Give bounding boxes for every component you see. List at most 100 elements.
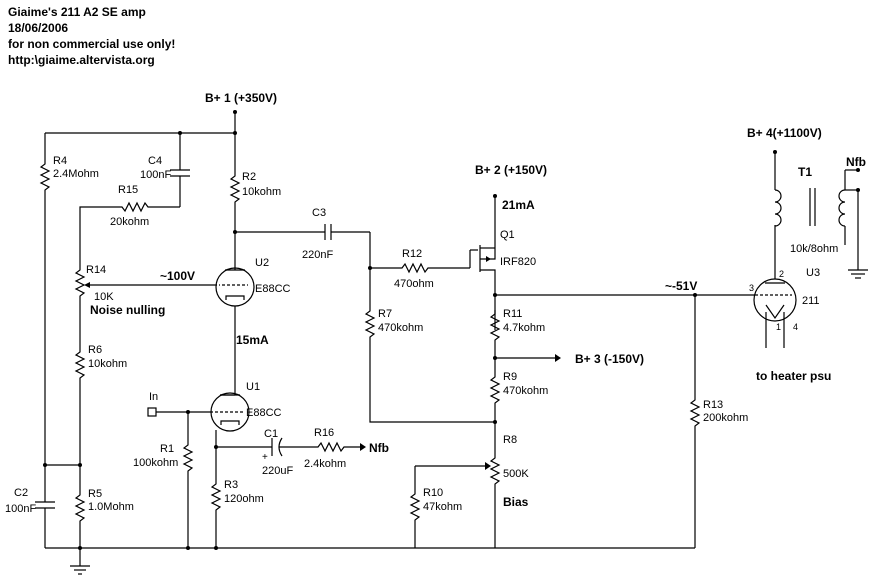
b1-rail-wiring xyxy=(44,110,237,170)
tube-u3-211: U3 211 2 3 1 4 to heater psu xyxy=(749,225,831,383)
svg-text:R10: R10 xyxy=(423,487,443,499)
resistor-r7: R7 470kohm xyxy=(364,305,497,424)
svg-text:R2: R2 xyxy=(242,171,256,183)
svg-text:R16: R16 xyxy=(314,427,334,439)
header-url: http:\giaime.altervista.org xyxy=(8,53,155,67)
svg-text:47kohm: 47kohm xyxy=(423,501,462,513)
svg-text:In: In xyxy=(149,391,158,403)
svg-text:R8: R8 xyxy=(503,434,517,446)
svg-text:20kohm: 20kohm xyxy=(110,216,149,228)
svg-text:100nF: 100nF xyxy=(5,503,36,515)
svg-text:R7: R7 xyxy=(378,308,392,320)
svg-text:R3: R3 xyxy=(224,479,238,491)
svg-text:R6: R6 xyxy=(88,344,102,356)
v51-label: ~-51V xyxy=(665,279,697,293)
header-date: 18/06/2006 xyxy=(8,21,68,35)
ma21-label: 21mA xyxy=(502,198,535,212)
resistor-r12: R12 470ohm xyxy=(370,248,470,290)
rail-b2-label: B+ 2 (+150V) xyxy=(475,163,547,177)
svg-text:470kohm: 470kohm xyxy=(503,385,548,397)
potentiometer-r14: R14 10K Noise nulling xyxy=(74,260,215,345)
ground-rail xyxy=(45,546,695,575)
resistor-r5: R5 1.0Mohm xyxy=(74,465,134,548)
svg-text:100kohm: 100kohm xyxy=(133,457,178,469)
svg-text:R5: R5 xyxy=(88,488,102,500)
svg-text:500K: 500K xyxy=(503,468,529,480)
svg-text:R12: R12 xyxy=(402,248,422,260)
svg-text:R14: R14 xyxy=(86,264,106,276)
svg-text:10K: 10K xyxy=(94,291,114,303)
svg-text:2.4Mohm: 2.4Mohm xyxy=(53,168,99,180)
svg-text:3: 3 xyxy=(749,283,754,293)
resistor-r16: R16 2.4kohm Nfb xyxy=(304,427,389,470)
svg-text:R1: R1 xyxy=(160,443,174,455)
svg-text:C4: C4 xyxy=(148,155,162,167)
svg-text:E88CC: E88CC xyxy=(255,283,291,295)
resistor-r6: R6 10kohm xyxy=(43,344,127,467)
resistor-r1: R1 100kohm xyxy=(133,412,194,548)
grid-drive-wire: ~-51V xyxy=(493,279,755,297)
capacitor-c3: C3 220nF xyxy=(302,207,372,305)
resistor-r15: R15 20kohm xyxy=(79,184,180,260)
svg-text:R4: R4 xyxy=(53,155,67,167)
svg-text:R15: R15 xyxy=(118,184,138,196)
rail-b4-label: B+ 4(+1100V) xyxy=(747,126,822,140)
header-license: for non commercial use only! xyxy=(8,37,175,51)
svg-text:+: + xyxy=(262,452,268,463)
svg-text:U1: U1 xyxy=(246,381,260,393)
svg-text:200kohm: 200kohm xyxy=(703,412,748,424)
svg-text:1: 1 xyxy=(776,322,781,332)
resistor-r11: R11 4.7kohm xyxy=(489,308,545,372)
mosfet-q1: B+ 2 (+150V) Q1 IRF820 21mA xyxy=(469,163,547,330)
svg-text:220uF: 220uF xyxy=(262,465,293,477)
header-title: Giaime's 211 A2 SE amp xyxy=(8,5,146,19)
svg-text:IRF820: IRF820 xyxy=(500,256,536,268)
capacitor-c4: C4 100nF xyxy=(140,155,190,207)
tube-u2: U2 E88CC ~100V 15mA xyxy=(160,257,291,395)
svg-text:U2: U2 xyxy=(255,257,269,269)
b3-tap: B+ 3 (-150V) xyxy=(493,352,644,366)
svg-text:R9: R9 xyxy=(503,371,517,383)
rail-b1-label: B+ 1 (+350V) xyxy=(205,91,277,105)
v100-label: ~100V xyxy=(160,269,195,283)
svg-text:C1: C1 xyxy=(264,428,278,440)
svg-text:2: 2 xyxy=(779,269,784,279)
svg-text:220nF: 220nF xyxy=(302,249,333,261)
tube-u1: U1 E88CC xyxy=(210,381,282,480)
transformer-t1: B+ 4(+1100V) T1 10k/8ohm Nfb xyxy=(747,126,868,279)
capacitor-c1: C1 1 + 220uF xyxy=(214,428,305,477)
svg-text:100nF: 100nF xyxy=(140,169,171,181)
svg-text:10k/8ohm: 10k/8ohm xyxy=(790,243,838,255)
svg-text:C2: C2 xyxy=(14,487,28,499)
resistor-r2: R2 10kohm xyxy=(229,170,325,270)
svg-text:4: 4 xyxy=(793,322,798,332)
noise-nulling-label: Noise nulling xyxy=(90,303,165,317)
svg-text:1.0Mohm: 1.0Mohm xyxy=(88,501,134,513)
input-terminal: In xyxy=(147,391,210,417)
bias-label: Bias xyxy=(503,495,529,509)
potentiometer-r8: R8 500K Bias xyxy=(414,434,529,548)
resistor-r13: R13 200kohm xyxy=(689,295,748,548)
svg-text:470ohm: 470ohm xyxy=(394,278,434,290)
rail-b3-label: B+ 3 (-150V) xyxy=(575,352,644,366)
nfb-in-label: Nfb xyxy=(369,441,389,455)
svg-text:C3: C3 xyxy=(312,207,326,219)
svg-text:470kohm: 470kohm xyxy=(378,322,423,334)
svg-text:10kohm: 10kohm xyxy=(242,186,281,198)
resistor-r9: R9 470kohm xyxy=(489,371,548,455)
svg-text:E88CC: E88CC xyxy=(246,407,282,419)
svg-text:T1: T1 xyxy=(798,165,812,179)
svg-text:10kohm: 10kohm xyxy=(88,358,127,370)
svg-text:R13: R13 xyxy=(703,399,723,411)
svg-text:211: 211 xyxy=(802,295,820,307)
capacitor-c2: C2 100nF xyxy=(5,465,55,548)
heater-psu-label: to heater psu xyxy=(756,369,831,383)
svg-text:120ohm: 120ohm xyxy=(224,493,264,505)
nfb-out-label: Nfb xyxy=(846,155,866,169)
resistor-r10: R10 47kohm xyxy=(409,487,462,548)
resistor-r4: R4 2.4Mohm xyxy=(39,155,99,465)
svg-text:4.7kohm: 4.7kohm xyxy=(503,322,545,334)
resistor-r3: R3 120ohm xyxy=(210,479,264,548)
svg-text:2.4kohm: 2.4kohm xyxy=(304,458,346,470)
